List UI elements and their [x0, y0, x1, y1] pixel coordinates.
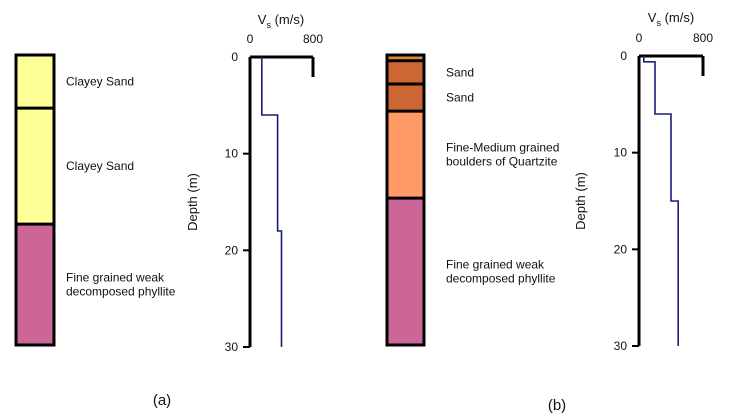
- layer-label: Clayey Sand: [66, 159, 134, 173]
- y-axis-title: Depth (m): [185, 173, 200, 231]
- layer-label: Clayey Sand: [66, 75, 134, 89]
- panel-label: (a): [153, 392, 171, 409]
- x-axis-title: Vs (m/s): [648, 10, 694, 28]
- vs-axes: 0 800 0 10 20 30 Vs (m/s) Depth (m): [573, 10, 713, 353]
- x-tick-label: 800: [693, 31, 713, 45]
- soil-column-border: [385, 53, 426, 347]
- x-tick-label: 0: [636, 31, 643, 45]
- vs-profile-line: [642, 56, 680, 346]
- vs-profile-line: [260, 57, 283, 347]
- soil-layer: [16, 108, 54, 225]
- x-tick-label: 0: [247, 32, 254, 46]
- y-tick-label: 0: [231, 50, 238, 64]
- soil-layer: [387, 111, 424, 199]
- soil-layer: [387, 60, 424, 84]
- soil-layer: [16, 55, 54, 109]
- y-tick-label: 20: [614, 242, 628, 256]
- soil-layer: [387, 198, 424, 345]
- panel-label: (b): [548, 397, 566, 414]
- vs-axes: 0 800 0 10 20 30 Vs (m/s) Depth (m): [185, 12, 323, 354]
- soil-layer: [16, 224, 54, 345]
- x-axis-title: Vs (m/s): [258, 12, 304, 30]
- x-tick-label: 800: [303, 32, 323, 46]
- soil-layer: [387, 55, 424, 61]
- y-tick-label: 10: [225, 147, 239, 161]
- y-axis-title: Depth (m): [573, 172, 588, 230]
- layer-label: Sand: [446, 91, 474, 105]
- soil-column-border: [14, 53, 56, 347]
- y-tick-label: 0: [620, 49, 627, 63]
- y-tick-label: 30: [614, 339, 628, 353]
- y-tick-label: 30: [225, 340, 239, 354]
- soil-layer: [387, 84, 424, 112]
- layer-label: Sand: [446, 65, 474, 79]
- y-tick-label: 10: [614, 146, 628, 160]
- y-tick-label: 20: [225, 243, 239, 257]
